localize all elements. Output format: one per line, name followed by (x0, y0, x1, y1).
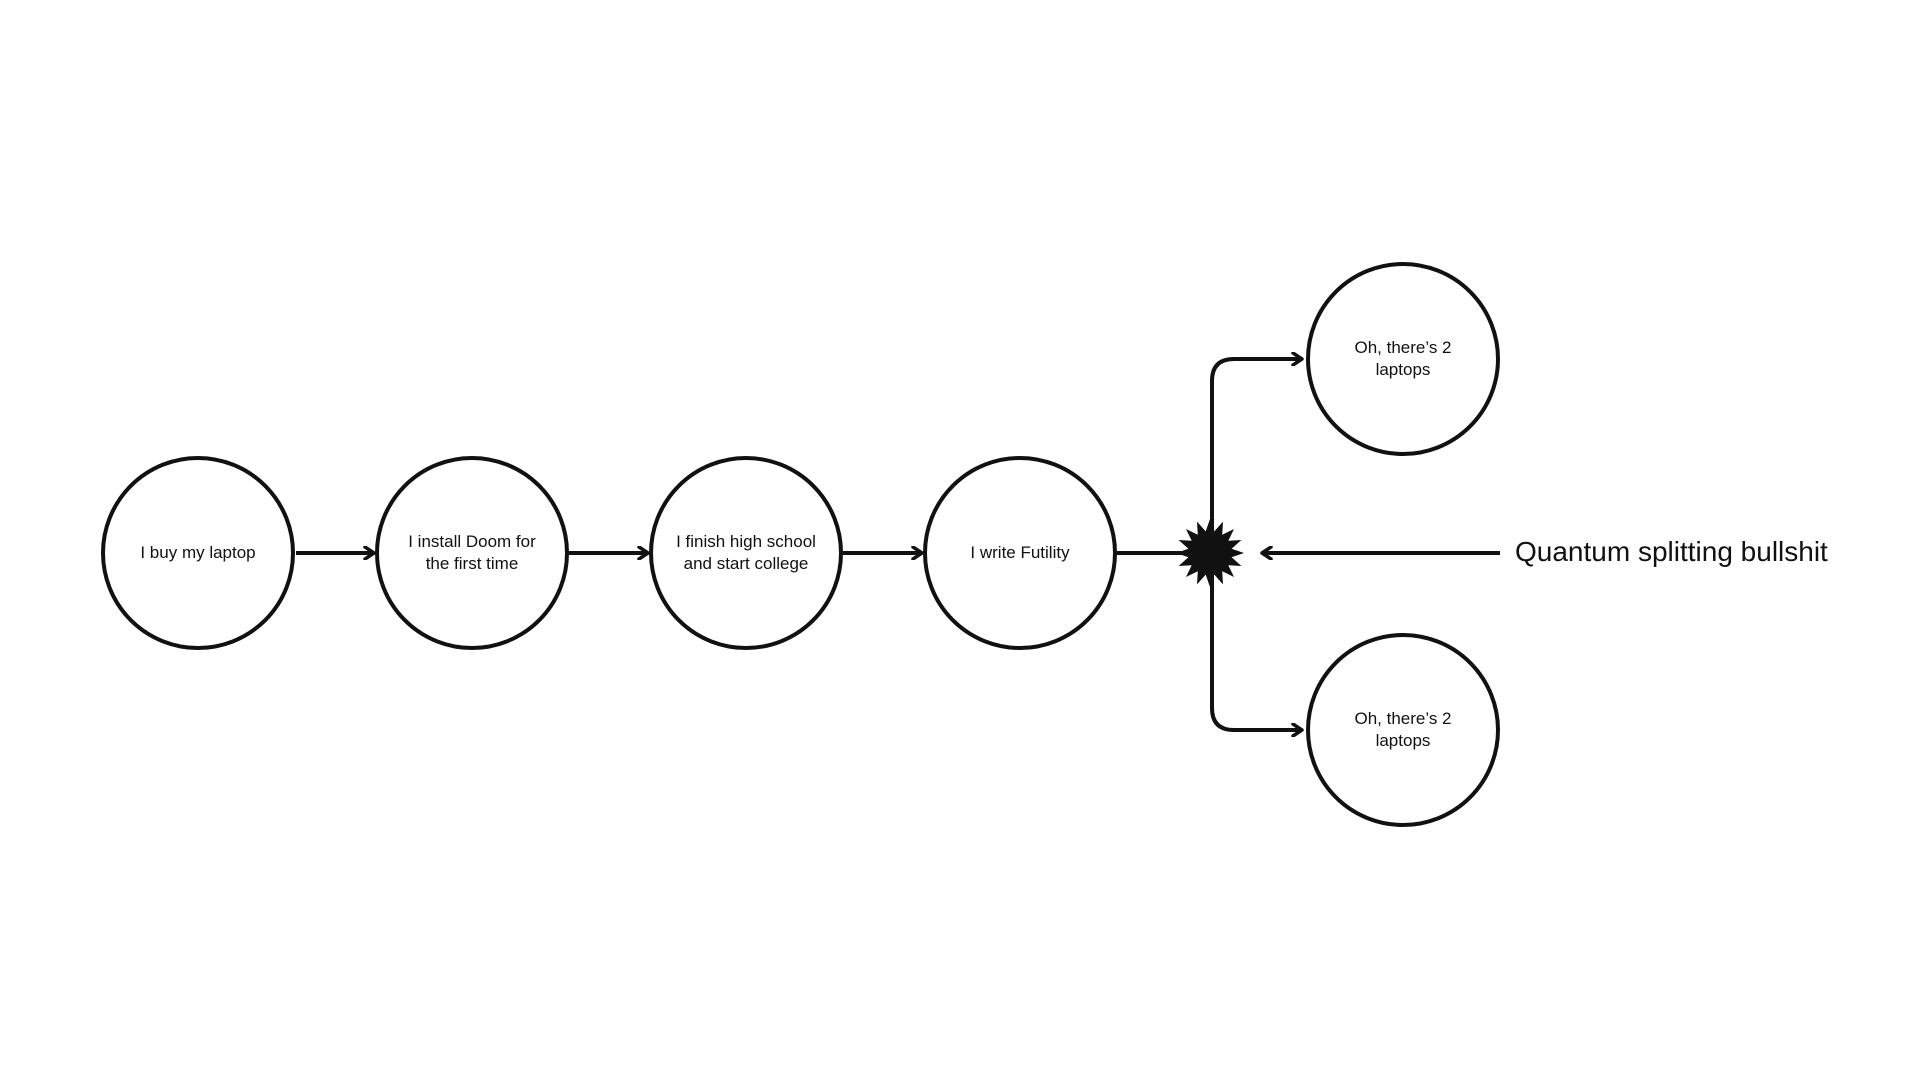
split-starburst-icon (1176, 519, 1244, 587)
node-label-n3: I finish high school and start college (676, 532, 816, 573)
node-circle-n6 (1306, 633, 1500, 827)
node-label-n1: I buy my laptop (140, 543, 256, 562)
node-label-n6: Oh, there’s 2 laptops (1354, 709, 1452, 750)
node-circle-n1 (101, 456, 295, 650)
node-label-n2: I install Doom for the first time (408, 532, 536, 573)
branch-down-arrow (1210, 553, 1302, 730)
node-circle-n4 (923, 456, 1117, 650)
node-circle-n5 (1306, 262, 1500, 456)
node-circle-n2 (375, 456, 569, 650)
node-label-n5: Oh, there’s 2 laptops (1354, 338, 1452, 379)
node-circle-n3 (649, 456, 843, 650)
split-cause-label: Quantum splitting bullshit (1515, 536, 1828, 567)
branch-up-arrow (1210, 359, 1302, 553)
node-label-n4: I write Futility (970, 543, 1070, 562)
